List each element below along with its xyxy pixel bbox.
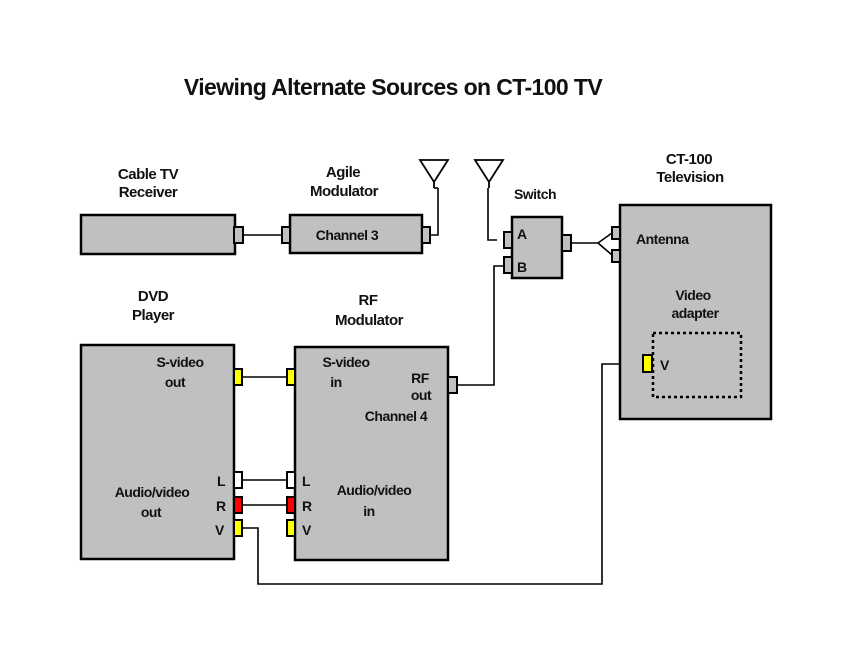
switch-label: Switch	[514, 186, 556, 202]
diagram-title: Viewing Alternate Sources on CT-100 TV	[184, 74, 603, 100]
rf-port-v-label: V	[302, 522, 312, 538]
rf-out-label-2: out	[411, 387, 432, 403]
dvd-port-r-label: R	[216, 498, 226, 514]
rf-port-r-label: R	[302, 498, 312, 514]
cable-tv-receiver: Cable TV Receiver	[79, 166, 244, 256]
video-adapter-label-1: Video	[675, 287, 710, 303]
wire-antenna-to-switch-a	[487, 188, 497, 241]
agile-modulator: Agile Modulator Channel 3	[281, 164, 431, 255]
switch-out-port	[561, 234, 572, 252]
rf-modulator-channel: Channel 4	[365, 408, 428, 424]
dvd-port-l-label: L	[217, 473, 226, 489]
tv-antenna-label: Antenna	[636, 231, 689, 247]
cable-receiver-label-1: Cable TV	[118, 166, 179, 183]
cable-receiver-box	[79, 213, 237, 256]
agile-modulator-in-port	[281, 226, 291, 244]
tv-video-port	[642, 354, 653, 373]
rf-port-l-label: L	[302, 473, 311, 489]
switch-box	[510, 215, 564, 280]
rf-out-label-1: RF	[411, 370, 430, 386]
dvd-av-label-2: out	[141, 504, 162, 520]
antenna-icon	[473, 159, 505, 188]
rf-modulator-audio-left-port	[286, 471, 296, 489]
wire-rf-out-to-switch-b	[458, 265, 504, 386]
agile-modulator-channel: Channel 3	[316, 227, 379, 243]
dvd-audio-left-port	[233, 471, 243, 489]
dvd-player: DVD Player S-video out Audio/video out L…	[79, 288, 243, 561]
switch-port-b	[503, 256, 513, 274]
dvd-svideo-port	[233, 368, 243, 386]
agile-modulator-out-port	[421, 226, 431, 244]
wires	[242, 188, 641, 585]
rf-av-label-2: in	[363, 503, 374, 519]
rf-modulator-rf-out-port	[447, 376, 458, 394]
dvd-label-1: DVD	[138, 288, 169, 305]
ct100-television: CT-100 Television Antenna Video adapter …	[611, 151, 773, 421]
dvd-box	[79, 343, 236, 561]
rf-svideo-label-2: in	[330, 374, 341, 390]
cable-receiver-rf-port	[233, 226, 244, 244]
video-adapter-label-2: adapter	[671, 305, 719, 321]
rf-svideo-label-1: S-video	[322, 354, 369, 370]
rf-modulator-label-2: Modulator	[335, 312, 404, 329]
rf-modulator: RF Modulator S-video in RF out Channel 4…	[286, 292, 458, 562]
rf-modulator-label-1: RF	[359, 292, 378, 309]
switch-port-a-label: A	[517, 226, 527, 242]
switch-port-a	[503, 231, 513, 249]
agile-modulator-label-1: Agile	[326, 164, 360, 181]
wire-composite-video	[242, 363, 641, 585]
wire-agile-to-antenna	[431, 188, 439, 236]
tv-box	[618, 203, 773, 421]
dvd-label-2: Player	[132, 307, 175, 324]
cable-receiver-label-2: Receiver	[119, 184, 178, 201]
rf-switch: Switch A B	[503, 186, 572, 280]
dvd-video-port	[233, 519, 243, 537]
tv-label-2: Television	[656, 169, 724, 186]
dvd-av-label-1: Audio/video	[115, 484, 190, 500]
tv-antenna-port-2	[611, 249, 621, 263]
dvd-port-v-label: V	[215, 522, 225, 538]
tv-antenna-port-1	[611, 226, 621, 240]
rf-modulator-video-port	[286, 519, 296, 537]
antenna-icon	[418, 159, 450, 189]
rf-modulator-audio-right-port	[286, 496, 296, 514]
rf-modulator-box	[293, 345, 450, 562]
tv-label-1: CT-100	[666, 151, 712, 168]
rf-av-label-1: Audio/video	[337, 482, 412, 498]
switch-port-b-label: B	[517, 259, 527, 275]
agile-modulator-label-2: Modulator	[310, 183, 379, 200]
dvd-svideo-label-2: out	[165, 374, 186, 390]
tv-video-port-label: V	[660, 357, 670, 373]
dvd-audio-right-port	[233, 496, 243, 514]
rf-modulator-svideo-port	[286, 368, 296, 386]
wire-switch-split-to-tv	[596, 232, 613, 256]
dvd-svideo-label-1: S-video	[156, 354, 203, 370]
